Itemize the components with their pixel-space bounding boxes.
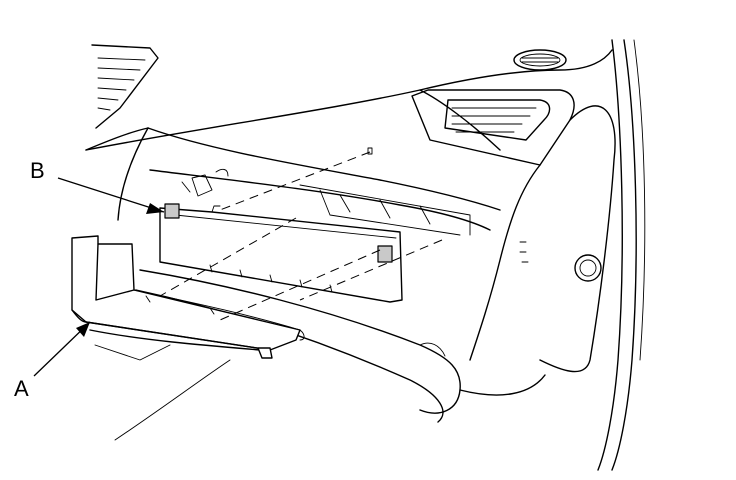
center-air-vent bbox=[411, 89, 575, 166]
callout-leader-a bbox=[33, 321, 91, 377]
defroster-vent bbox=[513, 49, 567, 71]
glove-box-opening bbox=[147, 127, 501, 236]
alignment-lines bbox=[159, 147, 443, 321]
callout-label-a: A bbox=[14, 376, 29, 401]
glove-box-stop-panel bbox=[159, 203, 403, 303]
dashboard-top bbox=[85, 49, 613, 221]
center-console bbox=[469, 105, 616, 373]
callout-leader-b bbox=[57, 177, 165, 214]
left-air-vent bbox=[91, 44, 159, 129]
callout-label-b: B bbox=[30, 158, 45, 183]
a-pillar-edge bbox=[597, 39, 646, 471]
glove-box bbox=[71, 235, 305, 359]
